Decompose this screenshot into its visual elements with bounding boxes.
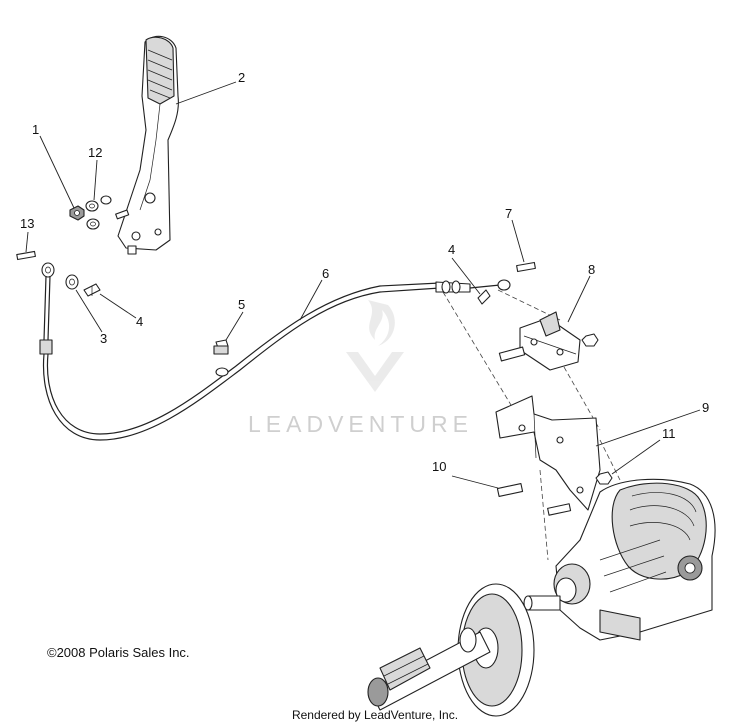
callout-6: 6	[322, 266, 329, 281]
leadventure-logo-icon	[346, 300, 404, 392]
bolt-5	[213, 339, 229, 355]
callout-10: 10	[432, 459, 446, 474]
gearcase	[523, 478, 716, 641]
pin-7	[516, 261, 536, 273]
brake-disc	[457, 583, 535, 717]
callout-11: 11	[662, 426, 676, 441]
callout-7: 7	[505, 206, 512, 221]
leader-lines	[25, 81, 701, 489]
watermark: LEADVENTURE	[248, 300, 473, 437]
callout-4-left: 4	[136, 314, 143, 329]
clip-4-left	[83, 283, 101, 297]
callout-4-right: 4	[448, 242, 455, 257]
bolt-10	[496, 483, 524, 497]
copyright-notice: ©2008 Polaris Sales Inc.	[47, 645, 190, 660]
caliper-8	[498, 311, 599, 371]
clip-4-right	[477, 289, 491, 305]
callout-5: 5	[238, 297, 245, 312]
callout-9: 9	[702, 400, 709, 415]
nut-11	[595, 471, 613, 485]
washer-3	[65, 274, 79, 290]
callout-13: 13	[20, 216, 34, 231]
brake-pedal	[115, 35, 179, 255]
nut-1	[69, 205, 85, 221]
brake-cable	[39, 262, 511, 441]
callout-3: 3	[100, 331, 107, 346]
bracket-9	[495, 395, 601, 516]
callout-12: 12	[88, 145, 102, 160]
callouts: 1 2 3 4 4 5 6 7 8 9 10 11 12 13	[20, 70, 709, 474]
callout-8: 8	[588, 262, 595, 277]
rendered-by-footer: Rendered by LeadVenture, Inc.	[291, 708, 459, 722]
callout-1: 1	[32, 122, 39, 137]
washer-12	[85, 195, 112, 230]
watermark-text: LEADVENTURE	[248, 411, 473, 437]
driveshaft	[367, 627, 491, 711]
callout-2: 2	[238, 70, 245, 85]
pin-13	[16, 250, 36, 261]
